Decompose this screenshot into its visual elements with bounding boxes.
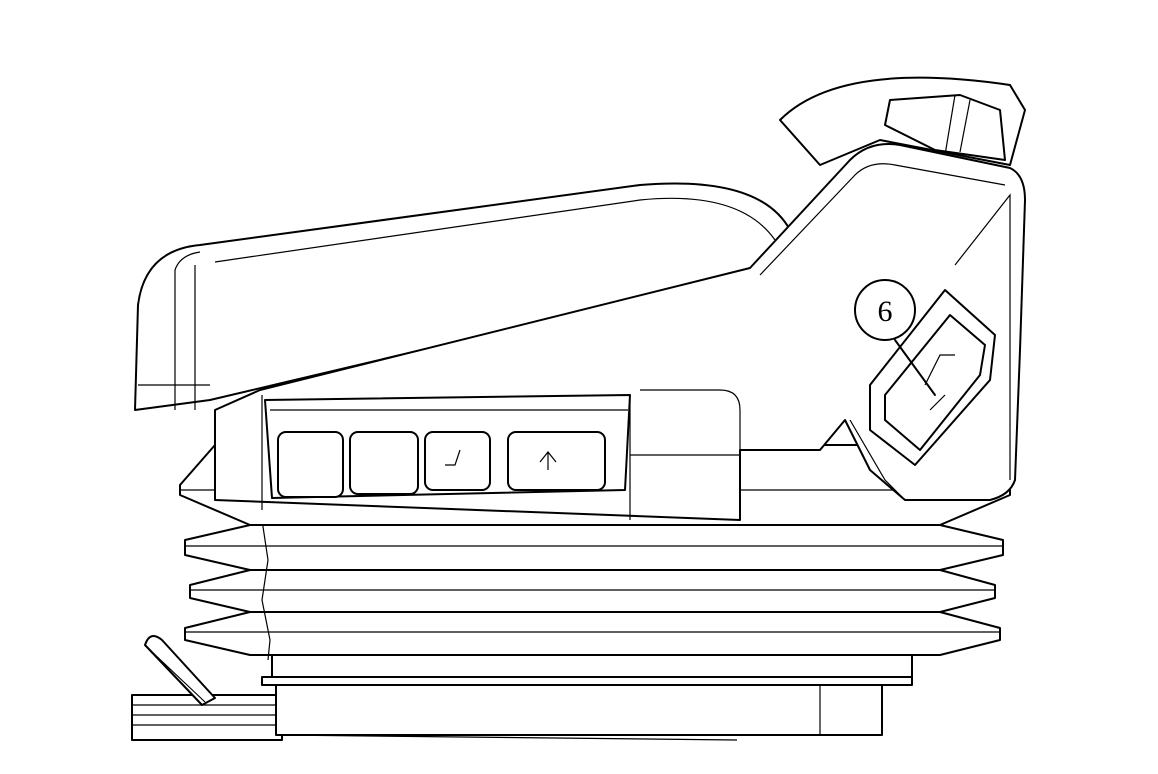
backrest-adjust-lever <box>869 289 996 466</box>
base-plate <box>261 654 913 686</box>
callout-6: 6 <box>854 279 936 396</box>
base-rail <box>131 684 883 741</box>
bellows <box>184 519 1004 661</box>
adjustment-lever <box>144 635 216 706</box>
control-panel <box>264 394 631 499</box>
callout-number: 6 <box>878 295 893 328</box>
seat-cushion <box>134 182 821 411</box>
backrest <box>779 76 1026 166</box>
